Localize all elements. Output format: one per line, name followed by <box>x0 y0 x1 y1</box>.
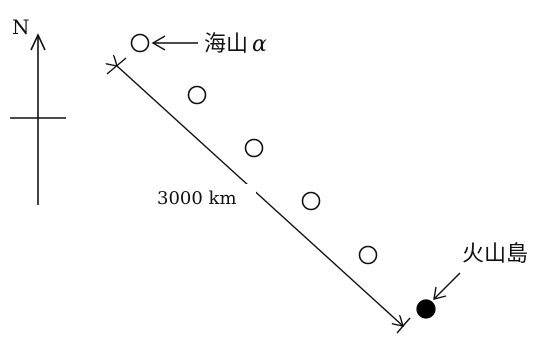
seamount-circle-2 <box>187 85 207 105</box>
distance-label: 3000 km <box>157 188 237 209</box>
north-label: N <box>12 15 30 39</box>
distance-tick-end <box>396 317 411 334</box>
volcanic-island-callout: 火山島 <box>433 242 528 300</box>
seamount-circle-5 <box>358 245 378 265</box>
seamount-label-greek: α <box>252 32 267 57</box>
seamount-circle-3 <box>244 138 264 158</box>
north-indicator: N <box>10 15 66 205</box>
north-arrow-head <box>30 33 46 51</box>
volcanic-island-pointer-line <box>433 272 461 300</box>
seamount-circle-4 <box>301 191 321 211</box>
volcanic-island-circle <box>416 299 436 319</box>
seamount-chain <box>130 33 436 319</box>
seamount-alpha-pointer-head <box>151 35 166 51</box>
volcanic-island-label: 火山島 <box>462 242 528 267</box>
volcanic-island-pointer-head <box>433 286 447 300</box>
seamount-label-main: 海山 <box>204 32 248 57</box>
distance-measure: 3000 km <box>107 58 411 334</box>
distance-label-bg <box>154 184 256 210</box>
distance-arrow-line <box>117 66 403 326</box>
seamount-alpha-circle <box>130 33 150 53</box>
